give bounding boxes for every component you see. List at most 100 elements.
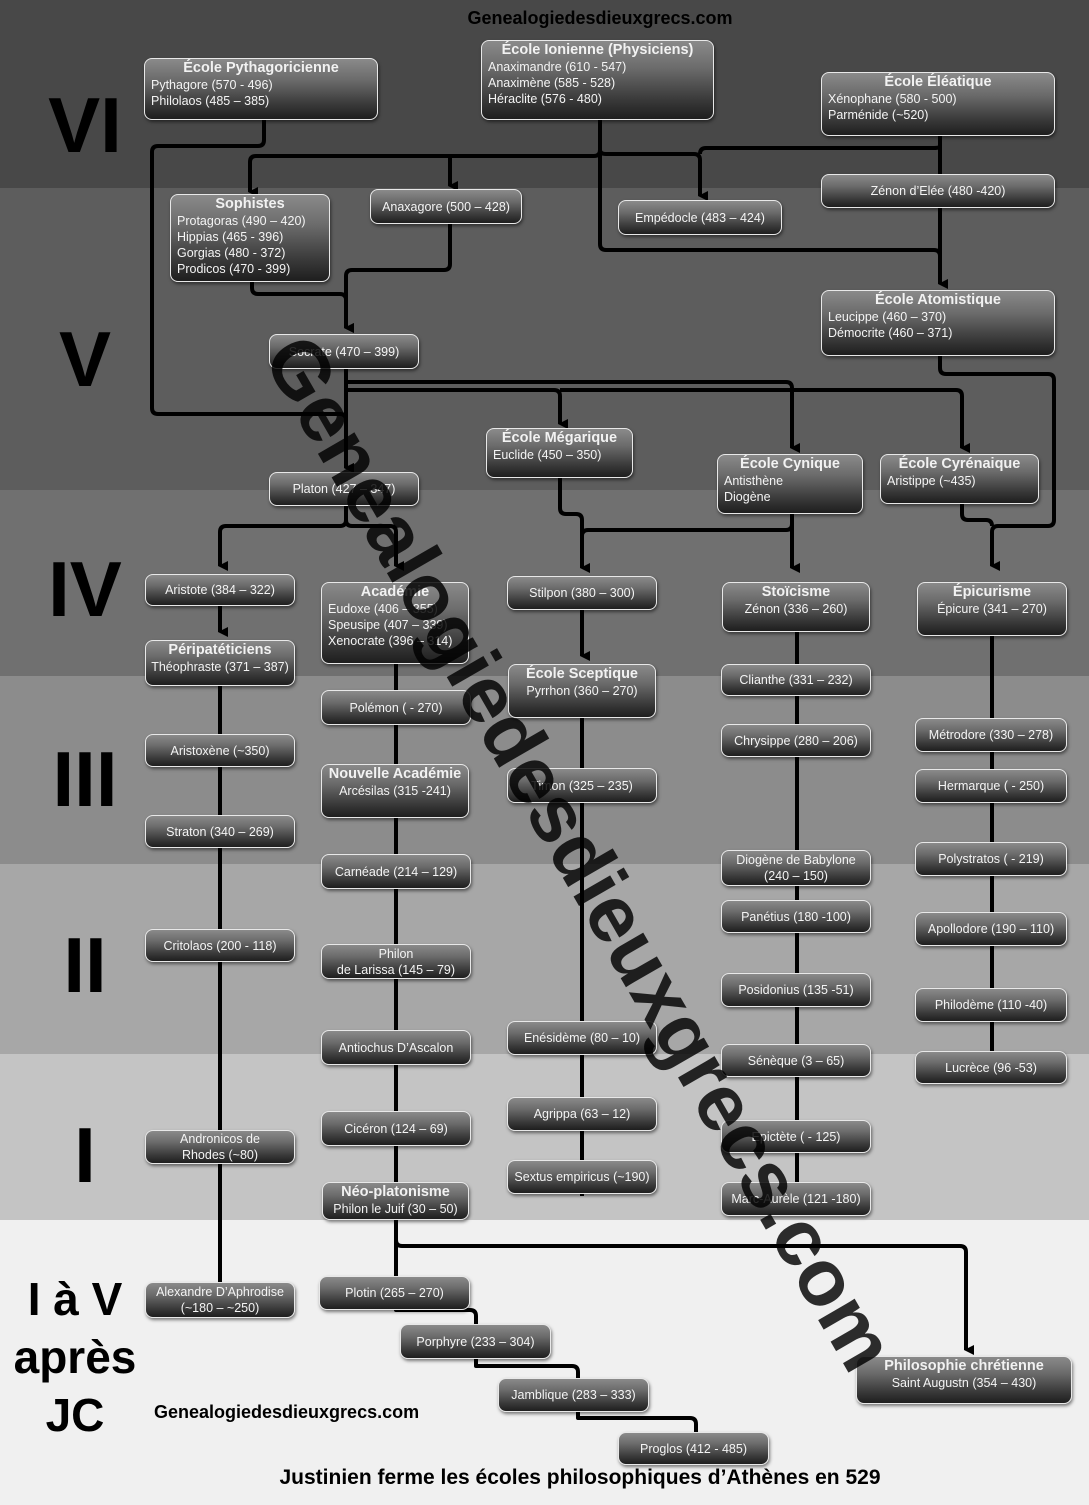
node-enesideme: Enésidème (80 – 10): [507, 1021, 657, 1055]
node-label: Anaxagore (500 – 428): [382, 199, 510, 214]
century-v-label: V: [58, 315, 112, 403]
node-member: Diogène: [724, 490, 771, 504]
node-title: Nouvelle Académie: [328, 766, 462, 782]
node-label: Socrate (470 – 399): [288, 344, 400, 359]
node-member: Xénophane (580 - 500): [828, 92, 957, 106]
site-header: Genealogiedesdieuxgrecs.com: [467, 8, 733, 28]
link-platon-aristote-academie: [218, 506, 348, 571]
node-label: Enésidème (80 – 10): [523, 1031, 641, 1045]
node-label: Empédocle (483 – 424): [635, 210, 765, 225]
node-member: Théophraste (371 – 387): [151, 660, 289, 674]
node-title: Néo-platonisme: [341, 1184, 450, 1200]
node-title: École Éléatique: [884, 74, 992, 90]
node-title: Sophistes: [215, 196, 285, 212]
node-member: Pythagore (570 - 496): [151, 78, 273, 92]
node-diogene-babylone: Diogène de Babylone (240 – 150): [721, 850, 871, 886]
node-member: Eudoxe (406 – 355): [328, 602, 438, 616]
node-apollodore: Apollodore (190 – 110): [915, 912, 1067, 946]
node-member: Pyrrhon (360 – 270): [526, 684, 638, 698]
node-label: Sextus empiricus (~190): [514, 1170, 650, 1184]
node-academie: Académie Eudoxe (406 – 355) Speusipe (40…: [321, 582, 469, 664]
node-label: Sénèque (3 – 65): [747, 1053, 845, 1068]
node-philon-larissa: Philon de Larissa (145 – 79): [321, 944, 471, 979]
node-philosophie-chretienne: Philosophie chrétienne Saint Augustn (35…: [856, 1356, 1072, 1404]
node-label: Polémon ( - 270): [349, 700, 443, 715]
node-critolaos: Critolaos (200 - 118): [145, 929, 295, 962]
node-label: Zénon d’Elée (480 -420): [870, 184, 1006, 198]
node-label: (240 – 150): [764, 869, 828, 883]
node-lucrece: Lucrèce (96 -53): [915, 1051, 1067, 1084]
node-porphyre: Porphyre (233 – 304): [400, 1324, 551, 1359]
node-ciceron: Cicéron (124 – 69): [321, 1111, 471, 1146]
node-member: Zénon (336 – 260): [744, 602, 848, 616]
node-neo-platonisme: Néo-platonisme Philon le Juif (30 – 50): [322, 1182, 469, 1220]
link-neoplatonisme-chretienne: [394, 1220, 974, 1355]
node-alexandre-aphrodise: Alexandre D’Aphrodise (~180 – ~250): [145, 1282, 295, 1318]
node-seneque: Sénèque (3 – 65): [721, 1044, 871, 1077]
node-label: Porphyre (233 – 304): [416, 1334, 535, 1349]
century-after-label-3: JC: [45, 1389, 105, 1441]
node-label: Métrodore (330 – 278): [928, 728, 1054, 742]
node-label: Philon: [378, 946, 414, 961]
link-ionienne-sophistes: [248, 149, 602, 197]
link-socrate-cyrenaique: [560, 388, 962, 448]
node-member: Philolaos (485 – 385): [151, 94, 270, 108]
node-platon: Platon (427 – 347): [269, 472, 419, 506]
node-title: École Cynique: [740, 456, 840, 472]
node-label: Antiochus D’Ascalon: [338, 1040, 454, 1055]
node-member: Gorgias (480 - 372): [177, 246, 286, 260]
node-label: Alexandre D’Aphrodise: [156, 1285, 284, 1299]
node-epictete: Epictète ( - 125): [721, 1120, 871, 1153]
node-member: Speusipe (407 – 339): [328, 618, 448, 632]
node-socrate: Socrate (470 – 399): [269, 334, 419, 369]
node-title: Péripatéticiens: [168, 642, 272, 658]
link-pythagore-platon: [150, 120, 354, 473]
node-label: Plotin (265 – 270): [345, 1286, 444, 1300]
node-plotin: Plotin (265 – 270): [319, 1276, 470, 1310]
node-label: Carnéade (214 – 129): [334, 864, 458, 879]
node-chrysippe: Chrysippe (280 – 206): [721, 724, 871, 757]
node-antiochus: Antiochus D’Ascalon: [321, 1030, 471, 1065]
node-ecole-megarique: École Mégarique Euclide (450 – 350): [486, 428, 633, 478]
node-ecole-pythagoricienne: École Pythagoricienne Pythagore (570 - 4…: [144, 58, 378, 120]
node-andronicos: Andronicos de Rhodes (~80): [145, 1130, 295, 1164]
node-title: École Pythagoricienne: [183, 60, 339, 76]
node-member: Xenocrate (396 – 314): [328, 634, 453, 648]
node-label: Diogène de Babylone: [736, 853, 856, 867]
century-after-label-1: I à V: [27, 1273, 123, 1325]
node-label: Epictète ( - 125): [751, 1129, 841, 1144]
node-posidonius: Posidonius (135 -51): [721, 973, 871, 1007]
node-zenon-elee: Zénon d’Elée (480 -420): [821, 174, 1055, 208]
node-label: Panétius (180 -100): [741, 909, 851, 924]
node-label: Jamblique (283 – 333): [511, 1388, 636, 1402]
node-label: Timon (325 – 235): [531, 778, 633, 793]
node-metrodore: Métrodore (330 – 278): [915, 718, 1067, 752]
node-member: Démocrite (460 – 371): [828, 326, 953, 340]
node-aristoxene: Aristoxène (~350): [145, 734, 295, 767]
node-member: Protagoras (490 – 420): [177, 214, 306, 228]
node-member: Arcésilas (315 -241): [339, 784, 451, 798]
node-peripateticiens: Péripatéticiens Théophraste (371 – 387): [145, 640, 295, 686]
node-title: École Mégarique: [501, 430, 618, 446]
node-ecole-eleatique: École Éléatique Xénophane (580 - 500) Pa…: [821, 72, 1055, 136]
node-panetius: Panétius (180 -100): [721, 900, 871, 933]
link-plotin-chain: [394, 1290, 478, 1330]
link-socrate-schools: [346, 380, 800, 453]
link-socrate-megarique: [346, 388, 568, 429]
node-polystratos: Polystratos ( - 219): [915, 842, 1067, 876]
node-philodeme: Philodème (110 -40): [915, 988, 1067, 1022]
node-sophistes: Sophistes Protagoras (490 – 420) Hippias…: [170, 194, 330, 282]
node-jamblique: Jamblique (283 – 333): [498, 1378, 649, 1412]
node-label: de Larissa (145 – 79): [336, 962, 456, 977]
node-label: Andronicos de: [180, 1132, 260, 1146]
link-eleatique-empedocle: [698, 136, 942, 155]
node-label: Lucrèce (96 -53): [945, 1060, 1037, 1075]
node-carneade: Carnéade (214 – 129): [321, 854, 471, 889]
century-ii-label: II: [63, 921, 107, 1009]
link-sophistes-socrate: [250, 282, 354, 333]
century-i-label: I: [74, 1111, 96, 1199]
link-cyrenaique-epicurisme: [960, 504, 994, 527]
node-ecole-sceptique: École Sceptique Pyrrhon (360 – 270): [508, 664, 656, 718]
node-anaxagore: Anaxagore (500 – 428): [370, 189, 522, 224]
node-member: Euclide (450 – 350): [493, 448, 602, 462]
